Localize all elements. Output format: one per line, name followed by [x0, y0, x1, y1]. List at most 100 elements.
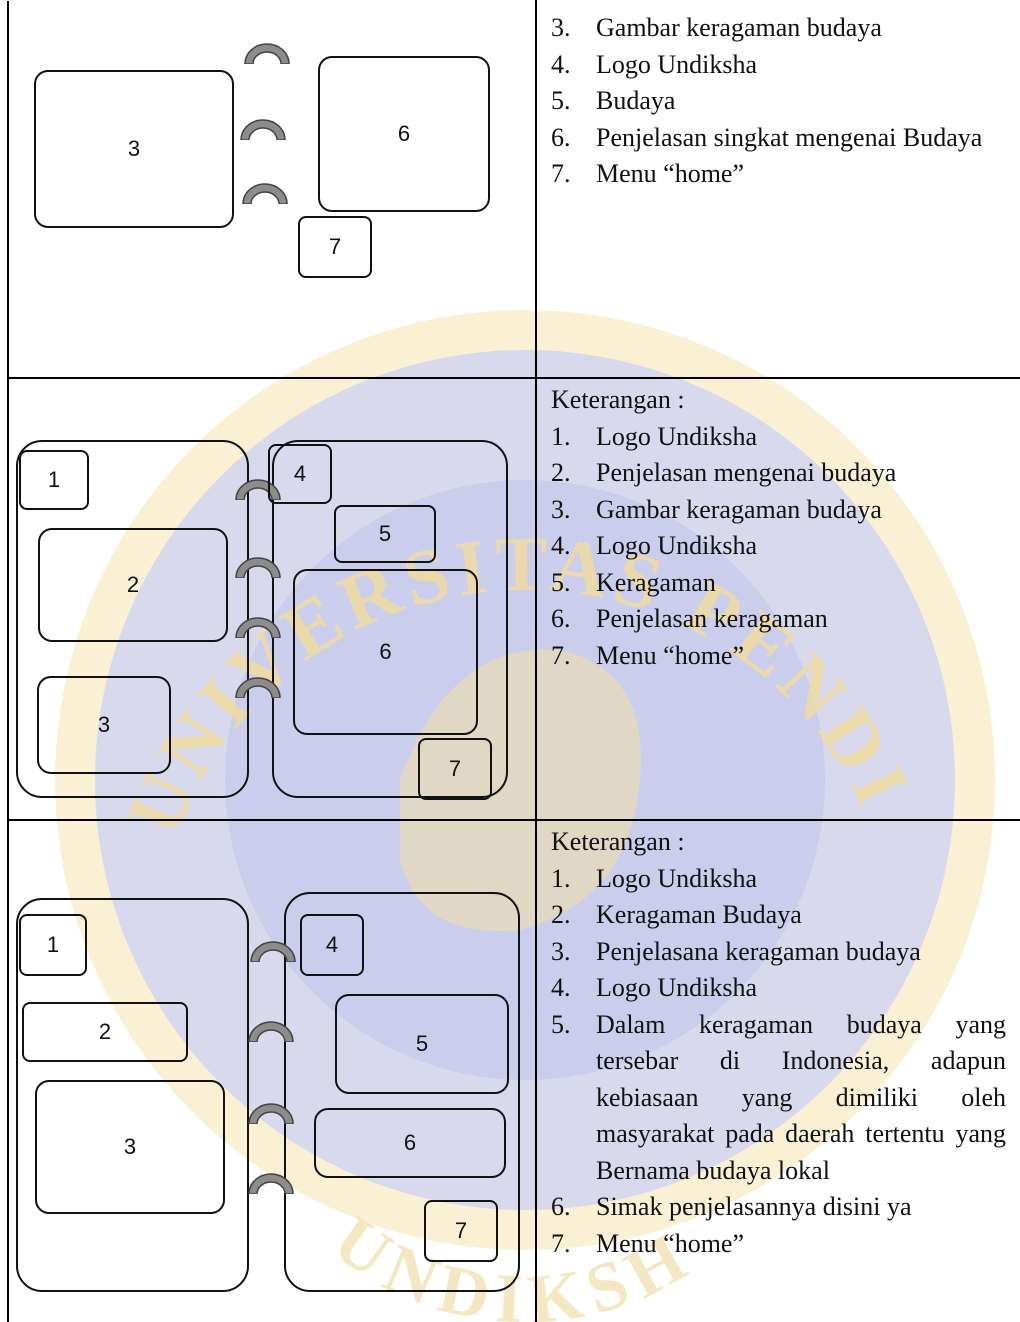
- list-item: 1. Logo Undiksha: [551, 861, 1006, 898]
- list-item: 4.Logo Undiksha: [551, 970, 1006, 1007]
- left-page-frame: [16, 898, 249, 1292]
- wireframe-box: 3: [35, 1080, 225, 1214]
- item-text: Gambar keragaman budaya: [596, 13, 882, 42]
- box-number: 7: [454, 1218, 468, 1243]
- ring-binder-icon: [242, 183, 288, 204]
- box-number: 1: [46, 932, 60, 957]
- item-number: 5.: [551, 567, 571, 597]
- item-text: Logo Undiksha: [596, 421, 758, 451]
- item-text: Logo Undiksha: [596, 49, 758, 79]
- wireframe-box: 6: [293, 569, 478, 735]
- item-text: Penjelasan keragaman: [596, 604, 828, 633]
- list-item: 2.Keragaman Budaya: [551, 897, 1006, 934]
- wireframe-box: 3: [34, 70, 234, 228]
- description-list: 3.Gambar keragaman budaya 4. Logo Undiksh…: [551, 10, 1006, 193]
- home-menu-box: 7: [424, 1200, 498, 1262]
- table-row: 1 2 3 4 5 6 7 Ket: [0, 378, 1020, 820]
- list-item: 4. Logo Undiksha: [551, 47, 1006, 84]
- item-number: 2.: [551, 900, 571, 929]
- item-number: 3.: [551, 494, 571, 524]
- box-number: 6: [379, 639, 392, 664]
- ring-binder-icon: [248, 1021, 294, 1042]
- item-text: Keragaman: [596, 567, 716, 597]
- item-text: Penjelasan mengenai budaya: [596, 458, 897, 487]
- list-item: 3.Penjelasana keragaman budaya: [551, 934, 1006, 971]
- item-number: 1.: [551, 863, 571, 893]
- wireframe-box: 5: [335, 994, 509, 1094]
- box-number: 3: [127, 136, 141, 161]
- right-page-frame: [284, 892, 520, 1292]
- list-item: 5. Budaya: [551, 83, 1006, 120]
- list-item: 3.Gambar keragaman budaya: [551, 10, 1006, 47]
- box-number: 7: [328, 234, 342, 259]
- wireframe-box: 2: [22, 1002, 188, 1062]
- item-text: Menu “home”: [596, 1228, 745, 1258]
- box-number: 6: [403, 1130, 417, 1155]
- item-number: 6.: [551, 122, 571, 152]
- wireframe-mockup: 3 6 7: [0, 0, 535, 378]
- description-title: Keterangan :: [551, 827, 685, 856]
- item-text: Dalam keragaman budaya yang tersebar di …: [596, 1009, 1006, 1185]
- item-number: 3.: [551, 936, 571, 966]
- list-item: 6. Penjelasan singkat mengenai Budaya: [551, 120, 1006, 157]
- ring-binder-icon: [248, 1103, 294, 1124]
- ring-binder-icon: [235, 677, 281, 698]
- item-number: 2.: [551, 458, 571, 487]
- wireframe-box: 6: [314, 1108, 506, 1178]
- home-menu-box: 7: [418, 738, 492, 800]
- item-text: Gambar keragaman budaya: [596, 494, 882, 524]
- logo-box: 1: [19, 914, 87, 976]
- description-list: Keterangan : 1. Logo Undiksha 2.Keragaman…: [551, 824, 1006, 1262]
- item-text: Logo Undiksha: [596, 863, 758, 893]
- item-text: Menu “home”: [596, 159, 745, 188]
- ring-binder-icon: [250, 941, 296, 962]
- item-number: 7.: [551, 640, 571, 670]
- item-text: Budaya: [596, 86, 676, 115]
- list-item: 2. Penjelasan mengenai budaya: [551, 455, 1006, 492]
- box-number: 3: [123, 1134, 137, 1159]
- logo-box: 1: [19, 450, 89, 510]
- wireframe-box: 5: [334, 505, 436, 563]
- list-item: 6. Penjelasan keragaman: [551, 601, 1006, 638]
- list-item: 4. Logo Undiksha: [551, 528, 1006, 565]
- wireframe-box: 2: [38, 528, 228, 642]
- list-item: 5. Dalam keragaman budaya yang tersebar d…: [551, 1007, 1006, 1190]
- logo-box: 4: [300, 914, 364, 976]
- item-number: 5.: [551, 1009, 571, 1039]
- table-row: 1 2 3 4 5 6 7 Ket: [0, 820, 1020, 1322]
- box-number: 5: [415, 1031, 429, 1056]
- wireframe-mockup: 1 2 3 4 5 6 7: [0, 820, 535, 1322]
- table-row: 3 6 7 3.Gambar keragaman budaya 4. Logo U…: [0, 0, 1020, 378]
- list-item: 5. Keragaman: [551, 565, 1006, 602]
- box-number: 5: [378, 521, 392, 546]
- item-text: Logo Undiksha: [596, 531, 758, 560]
- item-number: 7.: [551, 159, 571, 188]
- box-number: 4: [325, 932, 339, 957]
- list-item: 7. Menu “home”: [551, 156, 1006, 193]
- box-number: 2: [126, 572, 140, 597]
- item-number: 7.: [551, 1228, 571, 1258]
- item-number: 5.: [551, 86, 571, 115]
- item-number: 6.: [551, 604, 571, 633]
- item-number: 4.: [551, 973, 571, 1002]
- box-number: 4: [293, 461, 307, 486]
- list-item: 7.Menu “home”: [551, 638, 1006, 675]
- ring-binder-icon: [235, 557, 281, 578]
- wireframe-box: 6: [318, 56, 490, 212]
- box-number: 1: [47, 467, 61, 492]
- ring-binder-icon: [240, 119, 286, 140]
- box-number: 3: [97, 712, 111, 737]
- ring-binder-icon: [244, 43, 290, 64]
- description-list: Keterangan : 1.Logo Undiksha 2.Penjelasa…: [551, 382, 1006, 674]
- box-number: 2: [98, 1019, 112, 1044]
- item-number: 4.: [551, 531, 571, 560]
- item-number: 4.: [551, 49, 571, 79]
- box-number: 7: [448, 756, 462, 781]
- list-item: 3. Gambar keragaman budaya: [551, 492, 1006, 529]
- wireframe-box: 3: [37, 676, 171, 774]
- ring-binder-icon: [248, 1173, 294, 1194]
- description-title: Keterangan :: [551, 385, 685, 414]
- item-text: Penjelasan singkat mengenai Budaya: [596, 122, 983, 152]
